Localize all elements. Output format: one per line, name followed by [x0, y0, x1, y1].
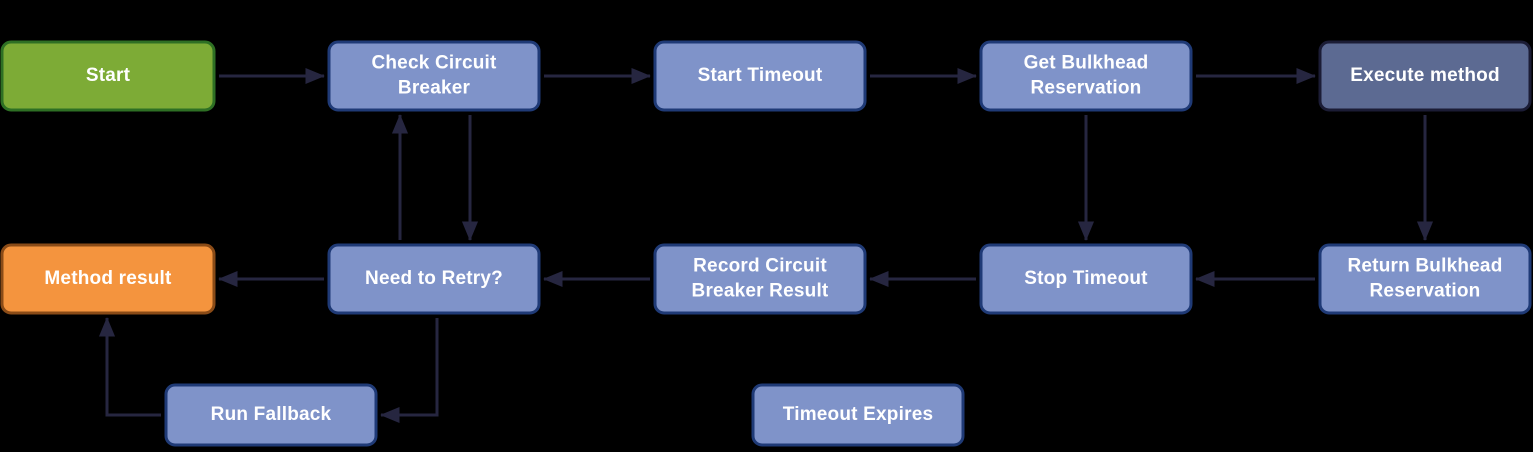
node-shape-start_to[interactable]	[653, 40, 867, 112]
node-shape-start[interactable]	[0, 40, 216, 112]
node-shape-record_cb[interactable]	[653, 243, 867, 315]
node-label-method_res: Method result	[44, 268, 172, 289]
node-shape-run_fb[interactable]	[164, 383, 378, 447]
node-stop_to[interactable]: Stop Timeout	[979, 243, 1193, 315]
node-shape-stop_to[interactable]	[979, 243, 1193, 315]
node-timeout_exp[interactable]: Timeout Expires	[751, 383, 965, 447]
node-start_to[interactable]: Start Timeout	[653, 40, 867, 112]
node-label-check_cb: Check Circuit	[371, 53, 497, 74]
node-label-exec: Execute method	[1350, 65, 1500, 86]
node-shape-return_bh[interactable]	[1318, 243, 1532, 315]
node-method_res[interactable]: Method result	[0, 243, 216, 315]
node-shape-timeout_exp[interactable]	[751, 383, 965, 447]
node-shape-check_cb[interactable]	[327, 40, 541, 112]
node-label-timeout_exp: Timeout Expires	[783, 404, 933, 425]
node-label-start: Start	[86, 65, 131, 86]
node-label-run_fb: Run Fallback	[211, 404, 332, 425]
node-shape-exec[interactable]	[1318, 40, 1532, 112]
node-run_fb[interactable]: Run Fallback	[164, 383, 378, 447]
node-label-stop_to: Stop Timeout	[1024, 268, 1148, 289]
node-need_retry[interactable]: Need to Retry?	[327, 243, 541, 315]
node-shape-method_res[interactable]	[0, 243, 216, 315]
node-shape-get_bh[interactable]	[979, 40, 1193, 112]
node-label-get_bh: Get Bulkhead	[1024, 53, 1149, 74]
node-label-return_bh: Reservation	[1370, 281, 1481, 302]
node-label-need_retry: Need to Retry?	[365, 268, 503, 289]
node-exec[interactable]: Execute method	[1318, 40, 1532, 112]
edge-need_retry-to-run_fb	[380, 318, 439, 424]
node-start[interactable]: Start	[0, 40, 216, 112]
node-label-return_bh: Return Bulkhead	[1347, 256, 1502, 277]
node-label-record_cb: Record Circuit	[693, 256, 827, 277]
edge-run_fb-to-method_res	[98, 317, 161, 417]
node-label-get_bh: Reservation	[1031, 78, 1142, 99]
node-label-check_cb: Breaker	[398, 78, 471, 99]
node-label-record_cb: Breaker Result	[692, 281, 829, 302]
edge-layer	[98, 67, 1434, 424]
node-label-start_to: Start Timeout	[698, 65, 823, 86]
node-shape-need_retry[interactable]	[327, 243, 541, 315]
